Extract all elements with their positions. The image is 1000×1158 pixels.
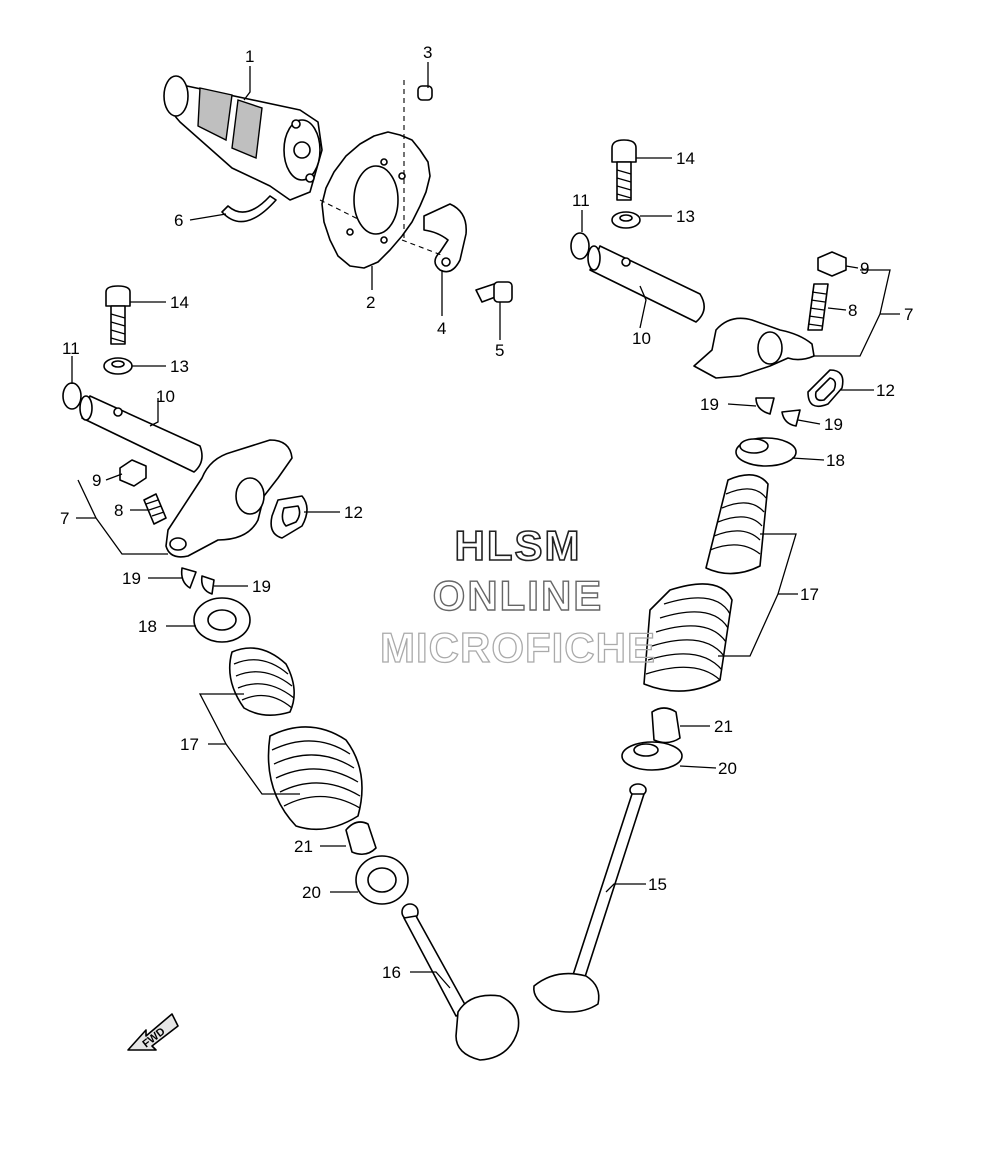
fwd-arrow-icon: FWD <box>127 1013 179 1051</box>
left-spring-retainer[interactable] <box>193 597 251 643</box>
callout-left-8: 8 <box>114 501 123 520</box>
left-rocker-arm[interactable] <box>165 439 293 558</box>
right-rocker-shaft[interactable] <box>587 245 705 323</box>
watermark: HLSM ONLINE MICROFICHE <box>379 521 656 671</box>
callout-1: 1 <box>245 47 254 66</box>
callout-left-16: 16 <box>382 963 401 982</box>
cam-sprocket[interactable] <box>321 131 431 269</box>
callout-4: 4 <box>437 319 446 338</box>
right-outer-spring[interactable] <box>643 583 733 692</box>
dowel-pin[interactable] <box>417 85 433 101</box>
callout-left-9: 9 <box>92 471 101 490</box>
callout-right-19b: 19 <box>824 415 843 434</box>
right-washer[interactable] <box>611 211 641 229</box>
callout-left-20: 20 <box>302 883 321 902</box>
callout-left-19a: 19 <box>122 569 141 588</box>
callout-left-21: 21 <box>294 837 313 856</box>
watermark-line-2: ONLINE <box>433 572 604 619</box>
callout-6: 6 <box>174 211 183 230</box>
left-rocker-shaft[interactable] <box>79 395 203 473</box>
left-lock-nut[interactable] <box>119 459 147 487</box>
callout-left-10: 10 <box>156 387 175 406</box>
right-spring-seat[interactable] <box>621 741 683 771</box>
right-valve-seal[interactable] <box>651 707 681 744</box>
callout-left-13: 13 <box>170 357 189 376</box>
clip[interactable] <box>221 195 277 223</box>
left-cotters[interactable] <box>180 567 215 595</box>
callout-left-17: 17 <box>180 735 199 754</box>
left-rocker-bolt[interactable] <box>105 285 131 345</box>
left-o-ring[interactable] <box>62 382 82 410</box>
callout-right-17: 17 <box>800 585 819 604</box>
callout-right-21: 21 <box>714 717 733 736</box>
callout-left-18: 18 <box>138 617 157 636</box>
right-cotters[interactable] <box>755 397 801 427</box>
left-spring-seat[interactable] <box>355 855 409 905</box>
callout-right-15: 15 <box>648 875 667 894</box>
callout-left-14: 14 <box>170 293 189 312</box>
callout-right-7: 7 <box>904 305 913 324</box>
right-adjust-screw[interactable] <box>807 283 829 331</box>
callout-2: 2 <box>366 293 375 312</box>
left-adjust-screw[interactable] <box>143 493 167 525</box>
callout-5: 5 <box>495 341 504 360</box>
callout-right-20: 20 <box>718 759 737 778</box>
watermark-line-3: MICROFICHE <box>380 624 656 671</box>
right-rocker-shim[interactable] <box>807 369 844 408</box>
left-rocker-shim[interactable] <box>270 495 308 539</box>
right-spring-retainer[interactable] <box>735 437 797 467</box>
right-inner-spring[interactable] <box>705 474 769 575</box>
right-rocker-bolt[interactable] <box>611 139 637 201</box>
right-exhaust-valve[interactable] <box>533 783 647 1013</box>
callout-right-10: 10 <box>632 329 651 348</box>
left-valve-seal[interactable] <box>345 821 377 856</box>
left-outer-spring[interactable] <box>267 726 363 831</box>
callout-right-12: 12 <box>876 381 895 400</box>
callout-right-19a: 19 <box>700 395 719 414</box>
left-intake-valve[interactable] <box>401 903 520 1061</box>
callout-left-12: 12 <box>344 503 363 522</box>
callout-labels: 1 3 2 4 5 6 14 13 11 10 9 8 7 12 19 19 1… <box>60 43 913 982</box>
watermark-line-1: HLSM <box>455 522 582 569</box>
right-rocker-arm[interactable] <box>693 317 815 379</box>
assembly-lines <box>319 80 445 257</box>
callout-right-14: 14 <box>676 149 695 168</box>
right-o-ring[interactable] <box>570 232 590 260</box>
callout-right-9: 9 <box>860 259 869 278</box>
callout-right-18: 18 <box>826 451 845 470</box>
callout-left-19b: 19 <box>252 577 271 596</box>
callout-right-11: 11 <box>572 191 590 210</box>
callout-right-13: 13 <box>676 207 695 226</box>
left-washer[interactable] <box>103 357 133 375</box>
callout-3: 3 <box>423 43 432 62</box>
camshaft[interactable] <box>163 75 323 201</box>
leader-lines <box>71 62 900 989</box>
callout-left-7: 7 <box>60 509 69 528</box>
left-inner-spring[interactable] <box>228 647 295 716</box>
lock-washer[interactable] <box>423 203 467 273</box>
callout-left-11: 11 <box>62 339 80 358</box>
right-lock-nut[interactable] <box>817 251 847 277</box>
callout-right-8: 8 <box>848 301 857 320</box>
sprocket-bolt[interactable] <box>475 281 513 303</box>
